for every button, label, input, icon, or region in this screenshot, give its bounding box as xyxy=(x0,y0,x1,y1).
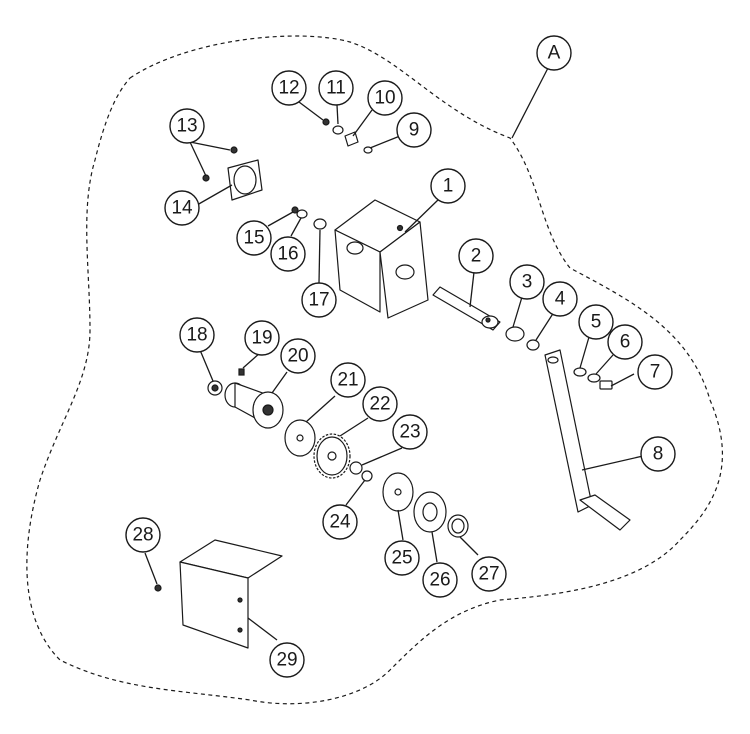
callout-9: 9 xyxy=(396,112,432,148)
part-17-washer xyxy=(313,218,327,230)
callout-10: 10 xyxy=(367,80,403,116)
svg-text:10: 10 xyxy=(374,88,395,109)
part-24-spacer xyxy=(361,470,373,482)
svg-text:13: 13 xyxy=(176,116,197,137)
callout-11: 11 xyxy=(318,70,354,106)
part-6-nut xyxy=(587,373,601,383)
callout-28: 28 xyxy=(125,517,161,553)
callout-6: 6 xyxy=(607,324,643,360)
part-12-nut xyxy=(322,118,330,126)
part-18-bushing-hole xyxy=(211,384,219,392)
callout-25: 25 xyxy=(384,540,420,576)
part-15-nut xyxy=(291,206,299,214)
svg-text:24: 24 xyxy=(329,512,351,533)
callout-13: 13 xyxy=(169,108,205,144)
svg-text:12: 12 xyxy=(278,78,299,99)
callout-21: 21 xyxy=(330,362,366,398)
svg-text:29: 29 xyxy=(276,650,297,671)
svg-text:28: 28 xyxy=(132,525,153,546)
svg-text:20: 20 xyxy=(287,346,308,367)
svg-text:2: 2 xyxy=(471,246,482,267)
callout-5: 5 xyxy=(578,304,614,340)
svg-text:1: 1 xyxy=(443,176,454,197)
callout-14: 14 xyxy=(164,190,200,226)
part-22-sprocket xyxy=(313,433,351,479)
callout-22: 22 xyxy=(362,386,398,422)
svg-text:23: 23 xyxy=(399,422,420,443)
callout-15: 15 xyxy=(236,220,272,256)
callout-16: 16 xyxy=(270,236,306,272)
callout-23: 23 xyxy=(392,414,428,450)
part-14-cover-plate xyxy=(227,159,263,201)
callout-1: 1 xyxy=(430,168,466,204)
part-27-bearing xyxy=(447,514,469,538)
svg-text:7: 7 xyxy=(650,362,661,383)
svg-text:19: 19 xyxy=(251,328,272,349)
part-26-hub xyxy=(413,491,447,533)
part-20-drum xyxy=(224,382,284,429)
part-8-crank-handle xyxy=(544,349,631,531)
part-19-set-screw xyxy=(238,368,245,376)
svg-text:21: 21 xyxy=(337,370,358,391)
svg-text:15: 15 xyxy=(243,228,264,249)
svg-text:6: 6 xyxy=(620,332,631,353)
callout-8: 8 xyxy=(640,436,676,472)
callout-29: 29 xyxy=(269,642,305,678)
part-11-washer xyxy=(332,125,344,135)
part-25-disc-hole xyxy=(394,488,402,496)
callout-17: 17 xyxy=(301,282,337,318)
callout-19: 19 xyxy=(244,320,280,356)
part-21-disc-hole xyxy=(296,434,304,442)
part-3-washer xyxy=(505,326,525,342)
callout-20: 20 xyxy=(280,338,316,374)
svg-text:4: 4 xyxy=(555,289,566,310)
callout-26: 26 xyxy=(422,562,458,598)
svg-text:16: 16 xyxy=(277,244,298,265)
part-29-guard xyxy=(179,539,283,649)
callout-18: 18 xyxy=(179,317,215,353)
part-7-bolt xyxy=(599,380,613,390)
callout-7: 7 xyxy=(637,354,673,390)
part-4-ring xyxy=(526,339,540,351)
callout-3: 3 xyxy=(509,264,545,300)
part-1-bracket xyxy=(334,199,429,319)
part-28-screw xyxy=(154,584,162,592)
svg-text:3: 3 xyxy=(522,272,533,293)
callout-12: 12 xyxy=(271,70,307,106)
svg-text:18: 18 xyxy=(186,325,207,346)
leader-lines xyxy=(144,67,644,641)
callout-assembly-a: A xyxy=(536,35,572,71)
part-10-clip xyxy=(344,131,359,147)
part-5-washer xyxy=(573,367,587,377)
svg-text:26: 26 xyxy=(429,570,450,591)
svg-text:5: 5 xyxy=(591,312,602,333)
svg-text:9: 9 xyxy=(409,120,420,141)
part-9-pin xyxy=(363,146,373,154)
callout-assembly-a-label: A xyxy=(548,43,561,64)
svg-text:8: 8 xyxy=(653,444,664,465)
svg-text:11: 11 xyxy=(326,78,346,99)
svg-text:17: 17 xyxy=(308,290,329,311)
part-2-shaft xyxy=(432,286,501,331)
part-13-screw-top xyxy=(230,146,238,154)
callout-4: 4 xyxy=(542,281,578,317)
callout-27: 27 xyxy=(471,556,507,592)
part-23-washer xyxy=(349,461,363,475)
assembly-boundary-outline xyxy=(26,35,723,705)
svg-text:22: 22 xyxy=(369,394,390,415)
svg-text:27: 27 xyxy=(478,564,499,585)
callout-2: 2 xyxy=(458,238,494,274)
svg-text:25: 25 xyxy=(391,548,412,569)
callout-24: 24 xyxy=(322,504,358,540)
part-16-washer xyxy=(296,209,308,219)
svg-text:14: 14 xyxy=(171,198,193,219)
